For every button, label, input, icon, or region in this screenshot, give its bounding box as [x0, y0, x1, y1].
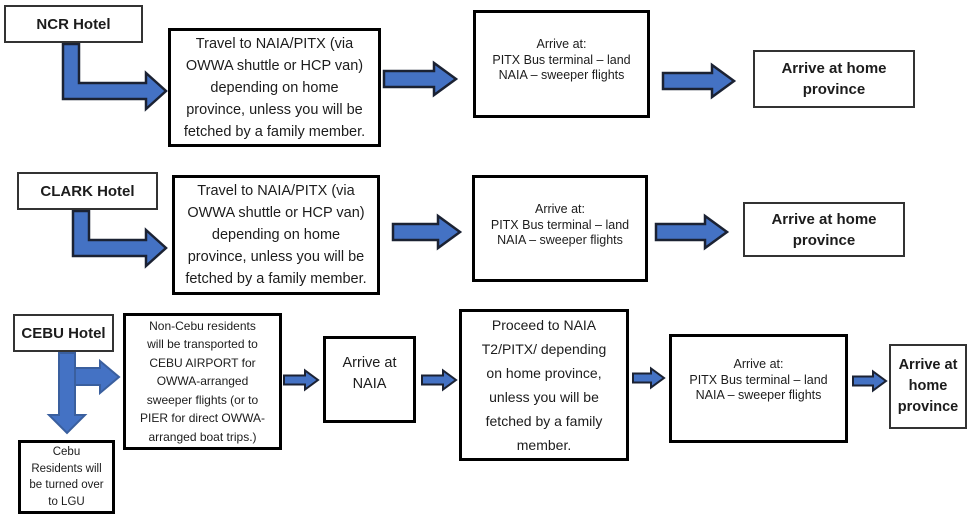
right-arrow-icon-clark-2 [654, 213, 730, 251]
cebu-arrive-terminal-box: Arrive at: PITX Bus terminal – land NAIA… [669, 334, 848, 443]
clark-travel-box: Travel to NAIA/PITX (via OWWA shuttle or… [172, 175, 380, 295]
down-arrow-icon-cebu-lgu [46, 352, 88, 435]
clark-arrive-terminal-box: Arrive at: PITX Bus terminal – land NAIA… [472, 175, 648, 282]
ncr-hotel-box: NCR Hotel [4, 5, 143, 43]
right-arrow-icon-cebu-1 [283, 368, 320, 392]
right-arrow-icon-clark-1 [391, 213, 463, 251]
clark-hotel-box: CLARK Hotel [17, 172, 158, 210]
cebu-lgu-turnover-box: Cebu Residents will be turned over to LG… [18, 440, 115, 514]
branch-arrow-icon-cebu [74, 358, 121, 396]
cebu-proceed-box: Proceed to NAIA T2/PITX/ depending on ho… [459, 309, 629, 461]
right-arrow-icon-cebu-3 [632, 366, 666, 390]
right-arrow-icon-ncr-2 [661, 62, 737, 100]
cebu-hotel-box: CEBU Hotel [13, 314, 114, 352]
ncr-home-province-box: Arrive at home province [753, 50, 915, 108]
cebu-noncebu-residents-box: Non-Cebu residents will be transported t… [123, 313, 282, 450]
right-arrow-icon-cebu-4 [852, 369, 888, 393]
cebu-arrive-naia-box: Arrive at NAIA [323, 336, 416, 423]
right-arrow-icon-ncr-1 [382, 60, 459, 98]
clark-home-province-box: Arrive at home province [743, 202, 905, 257]
elbow-arrow-icon-ncr [61, 42, 168, 112]
elbow-arrow-icon-clark [71, 209, 168, 269]
right-arrow-icon-cebu-2 [421, 368, 458, 392]
ncr-arrive-terminal-box: Arrive at: PITX Bus terminal – land NAIA… [473, 10, 650, 118]
cebu-home-province-box: Arrive at home province [889, 344, 967, 429]
ncr-travel-box: Travel to NAIA/PITX (via OWWA shuttle or… [168, 28, 381, 147]
